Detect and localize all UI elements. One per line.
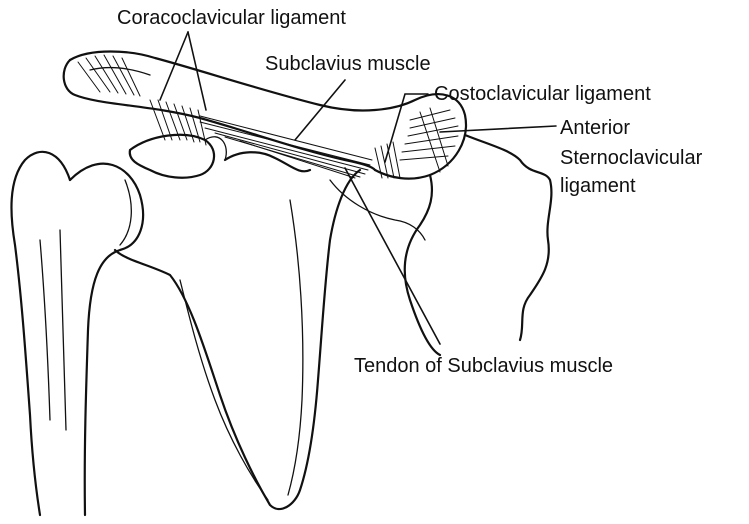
label-coracoclavicular-ligament: Coracoclavicular ligament xyxy=(117,6,346,30)
label-anterior: Anterior xyxy=(560,116,630,140)
label-subclavius-muscle: Subclavius muscle xyxy=(265,52,431,76)
sternoclavicular-leader xyxy=(440,126,556,132)
scapula xyxy=(115,135,360,509)
humerus xyxy=(11,152,143,515)
acromial-end-fibers xyxy=(78,55,140,96)
label-costoclavicular-ligament: Costoclavicular ligament xyxy=(434,82,651,106)
label-tendon-of-subclavius: Tendon of Subclavius muscle xyxy=(354,354,613,378)
leader-lines xyxy=(160,32,556,344)
subclavius-leader xyxy=(295,80,345,140)
tendon-subclavius-leader xyxy=(345,168,440,344)
label-sternoclavicular: Sternoclavicular xyxy=(560,146,702,170)
label-ligament: ligament xyxy=(560,174,636,198)
sternum xyxy=(330,135,551,355)
